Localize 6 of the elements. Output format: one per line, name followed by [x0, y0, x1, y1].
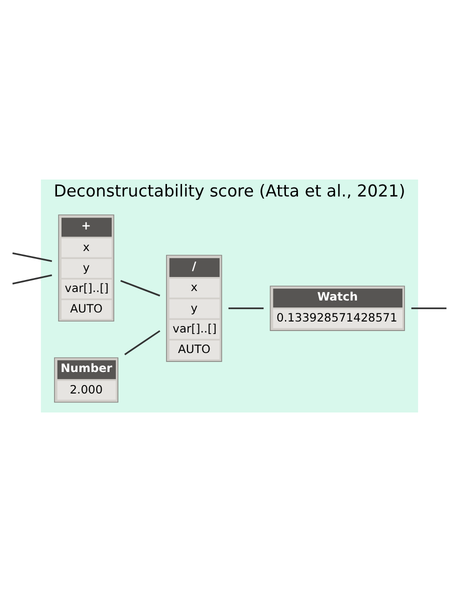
connector [411, 308, 446, 310]
connector [120, 280, 160, 296]
connector [228, 308, 264, 310]
connector [12, 274, 52, 284]
connector [124, 330, 160, 356]
connector [12, 252, 52, 262]
